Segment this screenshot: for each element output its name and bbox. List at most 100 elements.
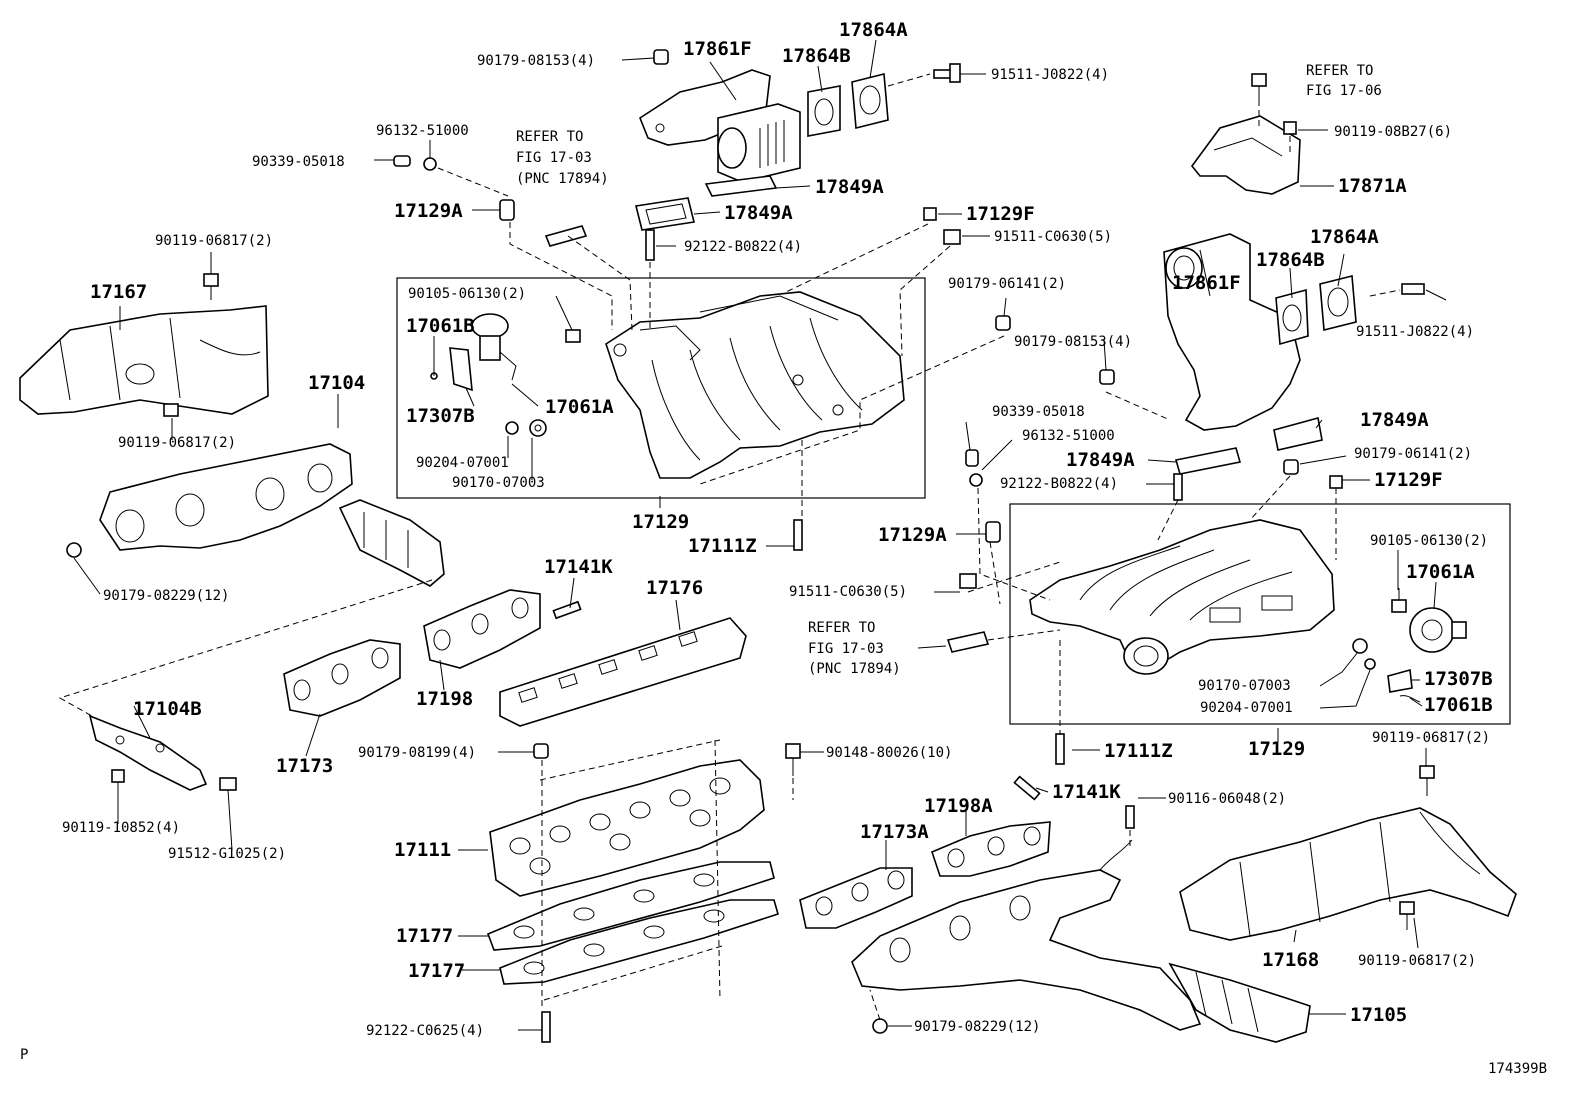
egr-pipe-upper: [639, 69, 801, 183]
label-17104: 17104: [308, 372, 365, 394]
bolt-90148-80026: [785, 743, 801, 776]
nut-90179-08229-right: [872, 1018, 888, 1034]
nut-90179-08153-lower: [1099, 369, 1115, 385]
label-91511-j0822-upper: 91511-J0822(4): [991, 67, 1109, 83]
label-17167: 17167: [90, 281, 147, 303]
intake-assembly-box-left: [396, 277, 926, 499]
label-17173a: 17173A: [860, 821, 929, 843]
label-17111z-left: 17111Z: [688, 535, 757, 557]
gasket-17849a-lower-1: [1273, 416, 1323, 451]
label-17129f-lower: 17129F: [1374, 469, 1443, 491]
intake-lower-17111: [489, 759, 765, 897]
label-17871a: 17871A: [1338, 175, 1407, 197]
nut-90179-06141-upper: [995, 315, 1011, 331]
label-90339-05018-lower: 90339-05018: [992, 404, 1085, 420]
label-17168: 17168: [1262, 949, 1319, 971]
actuator-17061a-left: [471, 313, 517, 381]
gasket-17198a: [931, 821, 1051, 877]
label-90179-08229-right: 90179-08229(12): [914, 1019, 1040, 1035]
label-17177-lower: 17177: [408, 960, 465, 982]
intake-manifold-left: [605, 291, 905, 479]
label-refer-to-fig-17-06-line2: FIG 17-06: [1306, 83, 1382, 99]
bolt-90119-06817-insulator-bottom: [163, 403, 179, 417]
stud-92122-c0625: [541, 1011, 551, 1043]
label-17061b-right: 17061B: [1424, 694, 1493, 716]
label-92122-b0822-upper: 92122-B0822(4): [684, 239, 802, 255]
label-17129a-lower: 17129A: [878, 524, 947, 546]
label-17849a-lower-2: 17849A: [1066, 449, 1135, 471]
label-refer-to-fig-17-03-upper-line3: (PNC 17894): [516, 171, 609, 187]
nut-90179-08229-left: [66, 542, 82, 558]
bracket-17104b: [88, 714, 208, 791]
label-91511-c0630-lower: 91511-C0630(5): [789, 584, 907, 600]
bolt-17129f-upper: [923, 207, 937, 221]
bolt-90119-06817-right-top: [1419, 765, 1435, 796]
label-90119-06817-insulator-top: 90119-06817(2): [155, 233, 273, 249]
bracket-17871a: [1190, 73, 1301, 195]
washer-90204-07001-right: [1364, 658, 1376, 670]
stud-17141k-right: [1013, 775, 1041, 801]
label-90119-06817-right-top: 90119-06817(2): [1372, 730, 1490, 746]
label-17061b-left: 17061B: [406, 315, 475, 337]
label-figure-code: 174399B: [1488, 1061, 1547, 1077]
bolt-91511-c0630-lower: [959, 573, 977, 589]
exhaust-manifold-17104: [99, 443, 445, 587]
label-91511-j0822-lower: 91511-J0822(4): [1356, 324, 1474, 340]
label-90119-06817-right-bottom: 90119-06817(2): [1358, 953, 1476, 969]
label-17141k-right: 17141K: [1052, 781, 1121, 803]
bracket-17307b-left: [449, 347, 473, 392]
label-17864a-lower: 17864A: [1310, 226, 1379, 248]
label-17849a-upper-2: 17849A: [724, 202, 793, 224]
label-17864b-lower: 17864B: [1256, 249, 1325, 271]
plate-17894-upper: [544, 225, 588, 247]
bolt-91512-g1025: [219, 777, 237, 791]
clip-96132-51000-upper: [423, 157, 437, 171]
label-17849a-lower-1: 17849A: [1360, 409, 1429, 431]
label-90119-06817-insulator-bottom: 90119-06817(2): [118, 435, 236, 451]
label-90170-07003-left: 90170-07003: [452, 475, 545, 491]
actuator-17061a-right: [1409, 607, 1467, 653]
bolt-17129f-lower: [1329, 475, 1343, 489]
label-17864b-upper: 17864B: [782, 45, 851, 67]
label-90179-06141-upper: 90179-06141(2): [948, 276, 1066, 292]
label-90179-08153-upper: 90179-08153(4): [477, 53, 595, 69]
stud-90116-06048: [1125, 805, 1135, 829]
label-17129-right: 17129: [1248, 738, 1305, 760]
heat-insulator-17168: [1179, 807, 1517, 941]
label-96132-51000-upper: 96132-51000: [376, 123, 469, 139]
label-90105-06130-left: 90105-06130(2): [408, 286, 526, 302]
gasket-17849a-upper-1: [704, 175, 778, 197]
egr-pipe-lower: [1163, 233, 1301, 431]
label-refer-to-fig-17-03-upper-line1: REFER TO: [516, 129, 583, 145]
label-90179-06141-lower: 90179-06141(2): [1354, 446, 1472, 462]
hose-17061b-right: [1399, 695, 1421, 703]
label-90170-07003-right: 90170-07003: [1198, 678, 1291, 694]
label-90119-10852: 90119-10852(4): [62, 820, 180, 836]
gasket-17849a-lower-2: [1174, 447, 1242, 475]
label-17849a-upper-1: 17849A: [815, 176, 884, 198]
gasket-17173a: [799, 867, 913, 929]
gasket-17864a-lower: [1319, 274, 1357, 332]
bracket-17307b-right: [1387, 668, 1413, 693]
label-17861f-lower: 17861F: [1172, 272, 1241, 294]
gasket-17849a-upper-2: [635, 197, 695, 231]
label-90179-08153-lower: 90179-08153(4): [1014, 334, 1132, 350]
label-17861f-upper: 17861F: [683, 38, 752, 60]
gasket-17864a-upper: [851, 72, 889, 130]
gasket-17864b-upper: [807, 85, 841, 137]
label-17141k-left: 17141K: [544, 556, 613, 578]
nut-90170-07003-right: [1352, 638, 1368, 654]
label-refer-to-fig-17-03-lower-line3: (PNC 17894): [808, 661, 901, 677]
plug-90339-05018-lower: [965, 449, 979, 467]
label-17111: 17111: [394, 839, 451, 861]
label-90179-08199: 90179-08199(4): [358, 745, 476, 761]
bolt-90119-06817-right-bottom: [1399, 901, 1415, 930]
label-17177-upper: 17177: [396, 925, 453, 947]
washer-90204-07001-left: [505, 421, 519, 435]
label-17198: 17198: [416, 688, 473, 710]
bolt-91511-j0822-lower: [1401, 283, 1425, 295]
label-17129f-upper: 17129F: [966, 203, 1035, 225]
gasket-17864b-lower: [1275, 288, 1309, 346]
label-92122-b0822-lower: 92122-B0822(4): [1000, 476, 1118, 492]
label-91511-c0630-upper: 91511-C0630(5): [994, 229, 1112, 245]
